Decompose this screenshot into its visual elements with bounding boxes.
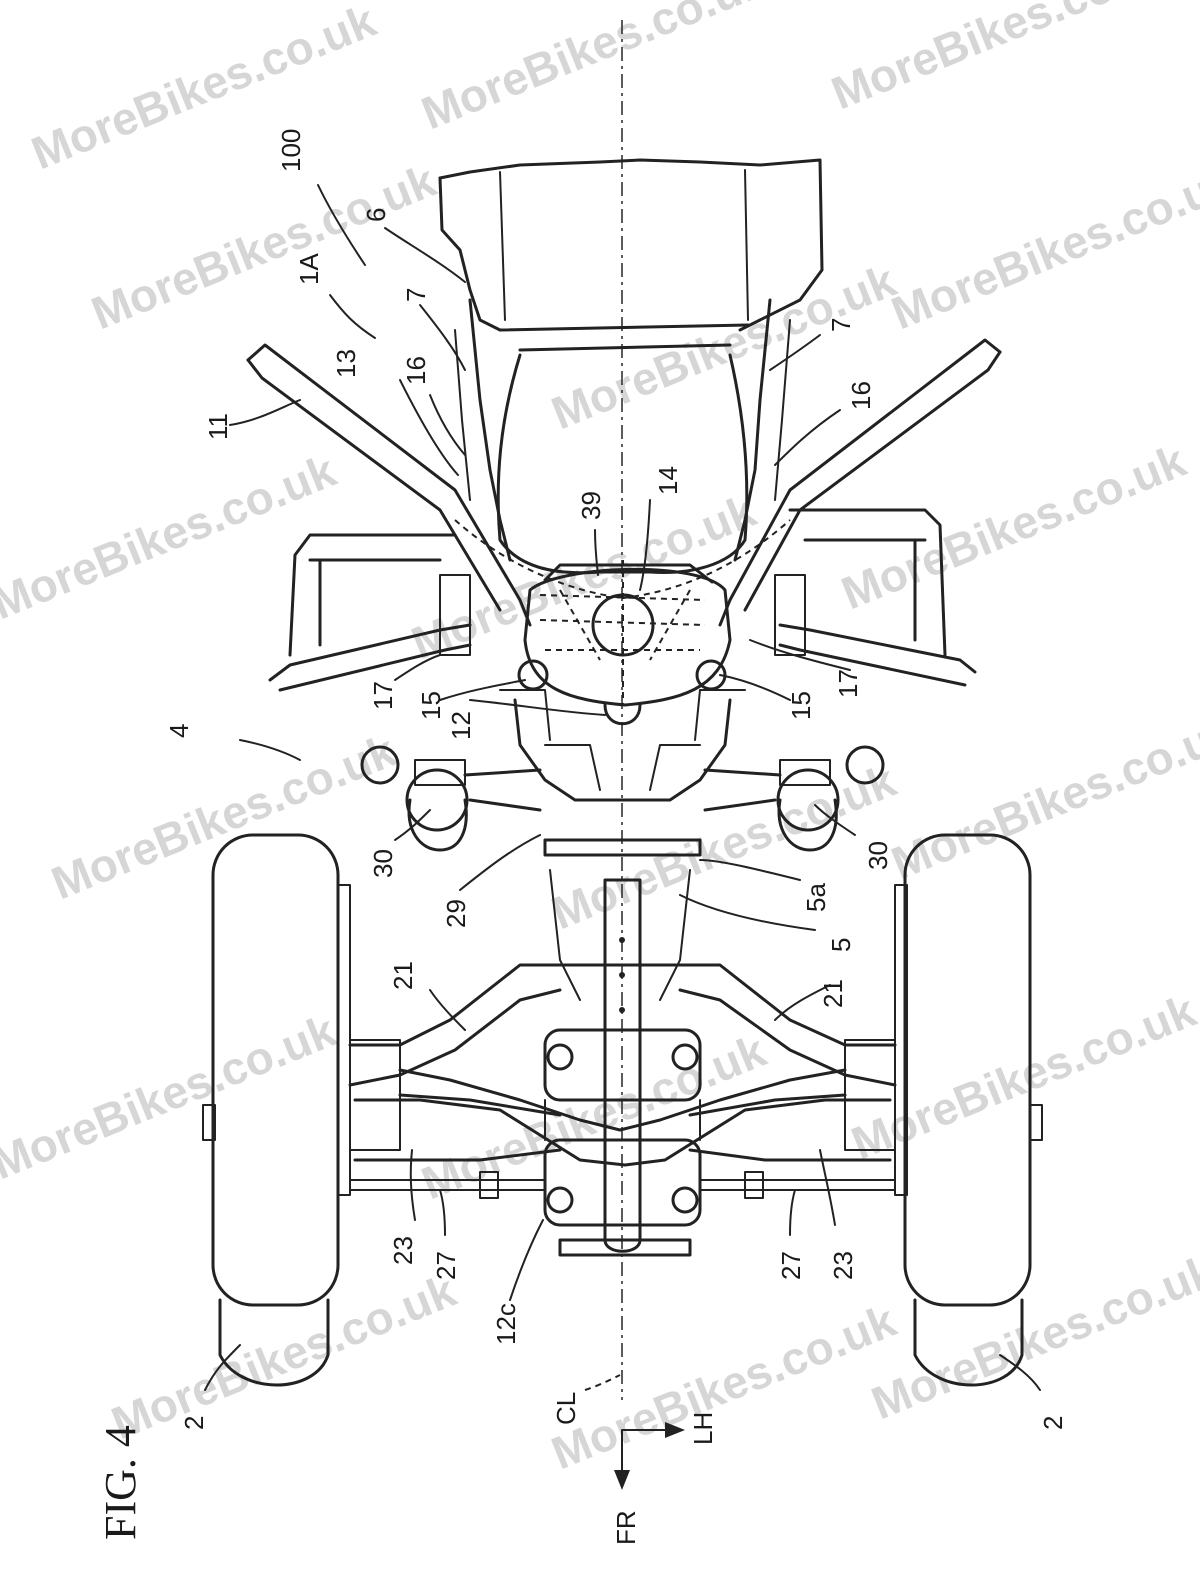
label-2-left: 2 bbox=[179, 1416, 209, 1430]
label-14: 14 bbox=[653, 466, 683, 495]
handlebar bbox=[246, 338, 1002, 627]
label-16-left: 16 bbox=[401, 356, 431, 385]
label-12c: 12c bbox=[491, 1303, 521, 1345]
label-30-right: 30 bbox=[863, 841, 893, 870]
watermark: MoreBikes.co.uk bbox=[0, 1004, 343, 1189]
label-LH: LH bbox=[688, 1412, 718, 1445]
label-5a: 5a bbox=[801, 883, 831, 912]
label-7-left: 7 bbox=[401, 288, 431, 302]
direction-indicator bbox=[614, 1422, 685, 1490]
label-39: 39 bbox=[576, 491, 606, 520]
watermark: MoreBikes.co.uk bbox=[44, 724, 403, 909]
watermark: MoreBikes.co.uk bbox=[544, 1294, 903, 1479]
seat-outline bbox=[496, 353, 749, 575]
watermark-layer: MoreBikes.co.uk MoreBikes.co.uk MoreBike… bbox=[0, 0, 1200, 1479]
rear-body bbox=[438, 158, 824, 562]
watermark: MoreBikes.co.uk bbox=[884, 154, 1200, 339]
label-16-right: 16 bbox=[846, 381, 876, 410]
watermark: MoreBikes.co.uk bbox=[844, 984, 1200, 1169]
watermark: MoreBikes.co.uk bbox=[824, 0, 1183, 119]
tie-rods bbox=[349, 1171, 896, 1199]
label-5: 5 bbox=[826, 938, 856, 952]
label-12: 12 bbox=[446, 711, 476, 740]
watermark: MoreBikes.co.uk bbox=[884, 704, 1200, 889]
mounts bbox=[499, 659, 746, 802]
label-27-right: 27 bbox=[776, 1251, 806, 1280]
lower-frame bbox=[543, 1028, 702, 1257]
label-1A: 1A bbox=[294, 253, 324, 285]
watermark: MoreBikes.co.uk bbox=[414, 0, 773, 139]
label-21-right: 21 bbox=[818, 979, 848, 1008]
label-CL: CL bbox=[551, 1392, 581, 1425]
bumper-bars bbox=[268, 508, 977, 692]
label-FR: FR bbox=[611, 1510, 641, 1545]
label-13: 13 bbox=[331, 349, 361, 378]
label-17-right: 17 bbox=[833, 669, 863, 698]
reference-labels: 100 6 1A 7 13 16 11 7 16 39 14 17 15 12 … bbox=[164, 129, 1068, 1545]
shock-mounts bbox=[360, 745, 885, 852]
label-15-left: 15 bbox=[416, 691, 446, 720]
label-4: 4 bbox=[164, 724, 194, 738]
watermark: MoreBikes.co.uk bbox=[104, 1264, 463, 1449]
suspension-arms bbox=[348, 963, 897, 1167]
label-29: 29 bbox=[441, 899, 471, 928]
label-7-right: 7 bbox=[826, 318, 856, 332]
watermark: MoreBikes.co.uk bbox=[414, 1024, 773, 1209]
label-11: 11 bbox=[203, 413, 233, 440]
label-100: 100 bbox=[276, 129, 306, 172]
label-6: 6 bbox=[361, 208, 391, 222]
leader-lines bbox=[204, 184, 1041, 1391]
label-21-left: 21 bbox=[388, 961, 418, 990]
watermark: MoreBikes.co.uk bbox=[24, 0, 383, 179]
label-30-left: 30 bbox=[368, 849, 398, 878]
label-23-right: 23 bbox=[828, 1251, 858, 1280]
label-27-left: 27 bbox=[431, 1251, 461, 1280]
figure-title: FIG. 4 bbox=[96, 1425, 145, 1540]
watermark: MoreBikes.co.uk bbox=[834, 434, 1193, 619]
label-17-left: 17 bbox=[368, 681, 398, 710]
label-23-left: 23 bbox=[388, 1236, 418, 1265]
left-wheel bbox=[202, 833, 351, 1387]
watermark: MoreBikes.co.uk bbox=[84, 154, 443, 339]
label-15-right: 15 bbox=[786, 691, 816, 720]
label-2-right: 2 bbox=[1038, 1416, 1068, 1430]
